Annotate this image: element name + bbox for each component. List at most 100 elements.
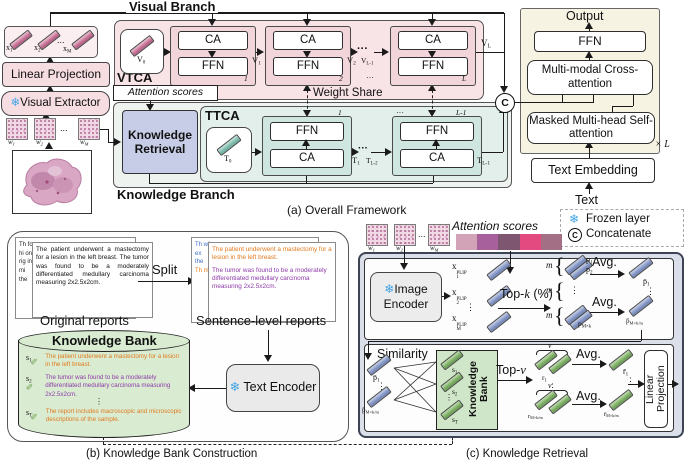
pavg-lower-dots: ⋮ [377,381,386,391]
patch-w2 [34,118,56,140]
brace-3: { [554,303,565,328]
decoder-self-attention-box: Masked Multi-head Self-attention [527,112,655,144]
vtca-block-1-ffn: FFN [178,57,248,76]
attention-scores-box: Attention scores [113,85,218,101]
avg-label-1: Avg. [592,255,617,269]
snowflake-icon: ❄ [384,282,395,296]
x-plip-dots: ⋮ [466,302,475,312]
ttca-block-L1-ca: CA [400,149,474,168]
patch-w1 [6,118,28,140]
wsi-image [12,150,92,214]
ca-to-ffn-arrow [303,51,311,58]
topk-label: Top-k (%) [500,287,553,301]
v1-label: V1 [252,55,261,67]
patch-c-dots: ... [418,229,426,239]
pen-icon: ✎ [29,412,40,421]
pavg1-lower-label: p̄1 [373,373,380,384]
knowledge-retrieval-box: Knowledge Retrieval [122,110,198,174]
vtca-flow-dots: ··· [357,43,368,55]
vtca-block-2-ca: CA [273,31,343,50]
bank-dots: ⋮ [95,397,103,406]
original-back-fragments: Th fo hi on rig in- mi the [19,242,35,283]
xm-label: xM [63,44,72,55]
v0-label: V0 [137,55,146,66]
sentence-report-card: The patient underwent a mastectomy for a… [208,242,336,322]
visual-branch-title: Visual Branch [126,0,219,13]
sT-text: The report includes macroscopic and micr… [45,408,182,424]
sentence-back-orange: Th mi [195,268,210,275]
original-reports-label: Original reports [40,313,129,328]
wm-label: wM [80,138,89,147]
text-encoder-box: ❄ Text Encoder [226,364,320,412]
decoder-ffn-box: FFN [534,31,646,52]
ttca-block-1-index: 1 [338,108,342,117]
bank-entry-1: s1 ✎ The patient underwent a mastectomy … [26,353,182,370]
sentence-back-blue: Th wf ex the [195,242,210,266]
snowflake-icon: ❄ [229,380,241,395]
bank-entry-3: sT ✎ The report includes macroscopic and… [26,408,182,425]
panel-a-caption: (a) Overall Framework [287,203,407,217]
ca-to-ffn-arrow [432,139,440,146]
avg-label-3: Avg. [576,347,601,361]
ttca-flow-dots: ··· [358,143,368,154]
v2-label: V2 [347,55,356,67]
brace-2: { [554,278,565,303]
pen-icon: ✎ [24,382,35,391]
v-over-label-2: v [548,381,552,390]
linear-projection-box: Linear Projection [2,62,110,87]
text-embedding-box: Text Embedding [531,158,655,183]
ttca-title: TTCA [205,108,240,123]
repeat-L-label: × L [655,139,670,150]
vtca-title: VTCA [117,70,153,85]
bank-box-c-label: Knowledge Bank [467,361,491,418]
ravg-dots: ⋮ [626,376,635,386]
p1-label: p1 [586,255,593,266]
w2-label: w2 [36,138,43,147]
decoder-output-label: Output [566,9,604,23]
pavg2-lower-label: p̄M×k/m [362,406,379,415]
text-input-label: Text [575,193,598,207]
attention-scores-label-c: Attention scores [452,219,539,233]
vtca-block-2-ffn: FFN [273,57,343,76]
vtca-block-1-index: 1 [244,74,248,83]
m-label-3: m [546,310,553,320]
t1-label: T1 [352,155,360,167]
tl2-label: TL-2 [366,156,378,167]
ca-to-ffn-arrow [208,51,216,58]
x-dots: ... [57,35,65,45]
similarity-lines [393,361,437,413]
knowledge-bank-title: Knowledge Bank [52,333,157,348]
original-report-card: The patient underwent a mastectomy for a… [32,242,153,318]
s1-text: The patient underwent a mastectomy for a… [45,353,180,369]
p2-label: p2 [586,265,593,276]
vtca-block-L-ca: CA [398,31,468,50]
w1-label: w1 [8,138,15,147]
split-label: Split [152,262,178,277]
patch-wm [78,118,100,140]
ttca-block-1-ffn: FFN [270,122,344,141]
topv-label: Top-v [496,363,526,377]
legend-concat-label: Concatenate [586,228,652,240]
panel-c-caption: (c) Knowledge Retrieval [466,448,589,460]
wsi-tissue-blob [23,158,82,206]
ravg1-label: r̄1 [623,367,629,378]
vl1-label: VL-1 [361,56,374,67]
vl-label: VL [481,38,492,50]
sentence-1: The patient underwent a mastectomy for a… [212,246,332,262]
patch-dots: ... [60,123,68,133]
decoder-cross-attention-box: Multi-modal Cross-attention [527,60,653,95]
avg-label-4: Avg. [576,389,601,403]
vtca-index-dots: ··· [366,73,374,82]
vtca-block-L-index: L [462,74,467,83]
c-wm-label: wM [430,244,439,253]
sentence-2: The tumor was found to be a moderately d… [212,266,327,291]
s2-id: s2 [26,374,32,385]
weight-share-label: Weight Share [313,87,383,99]
pavg-dots: ⋮ [646,286,655,296]
bank-entry-2: s2 ✎ The tumor was found to be a moderat… [24,374,182,399]
sT-id: sT [26,408,33,419]
vtca-block-2-index: 2 [339,74,343,83]
pavg1-label: p̄1 [643,277,650,288]
c-w2-label: w2 [396,244,403,253]
